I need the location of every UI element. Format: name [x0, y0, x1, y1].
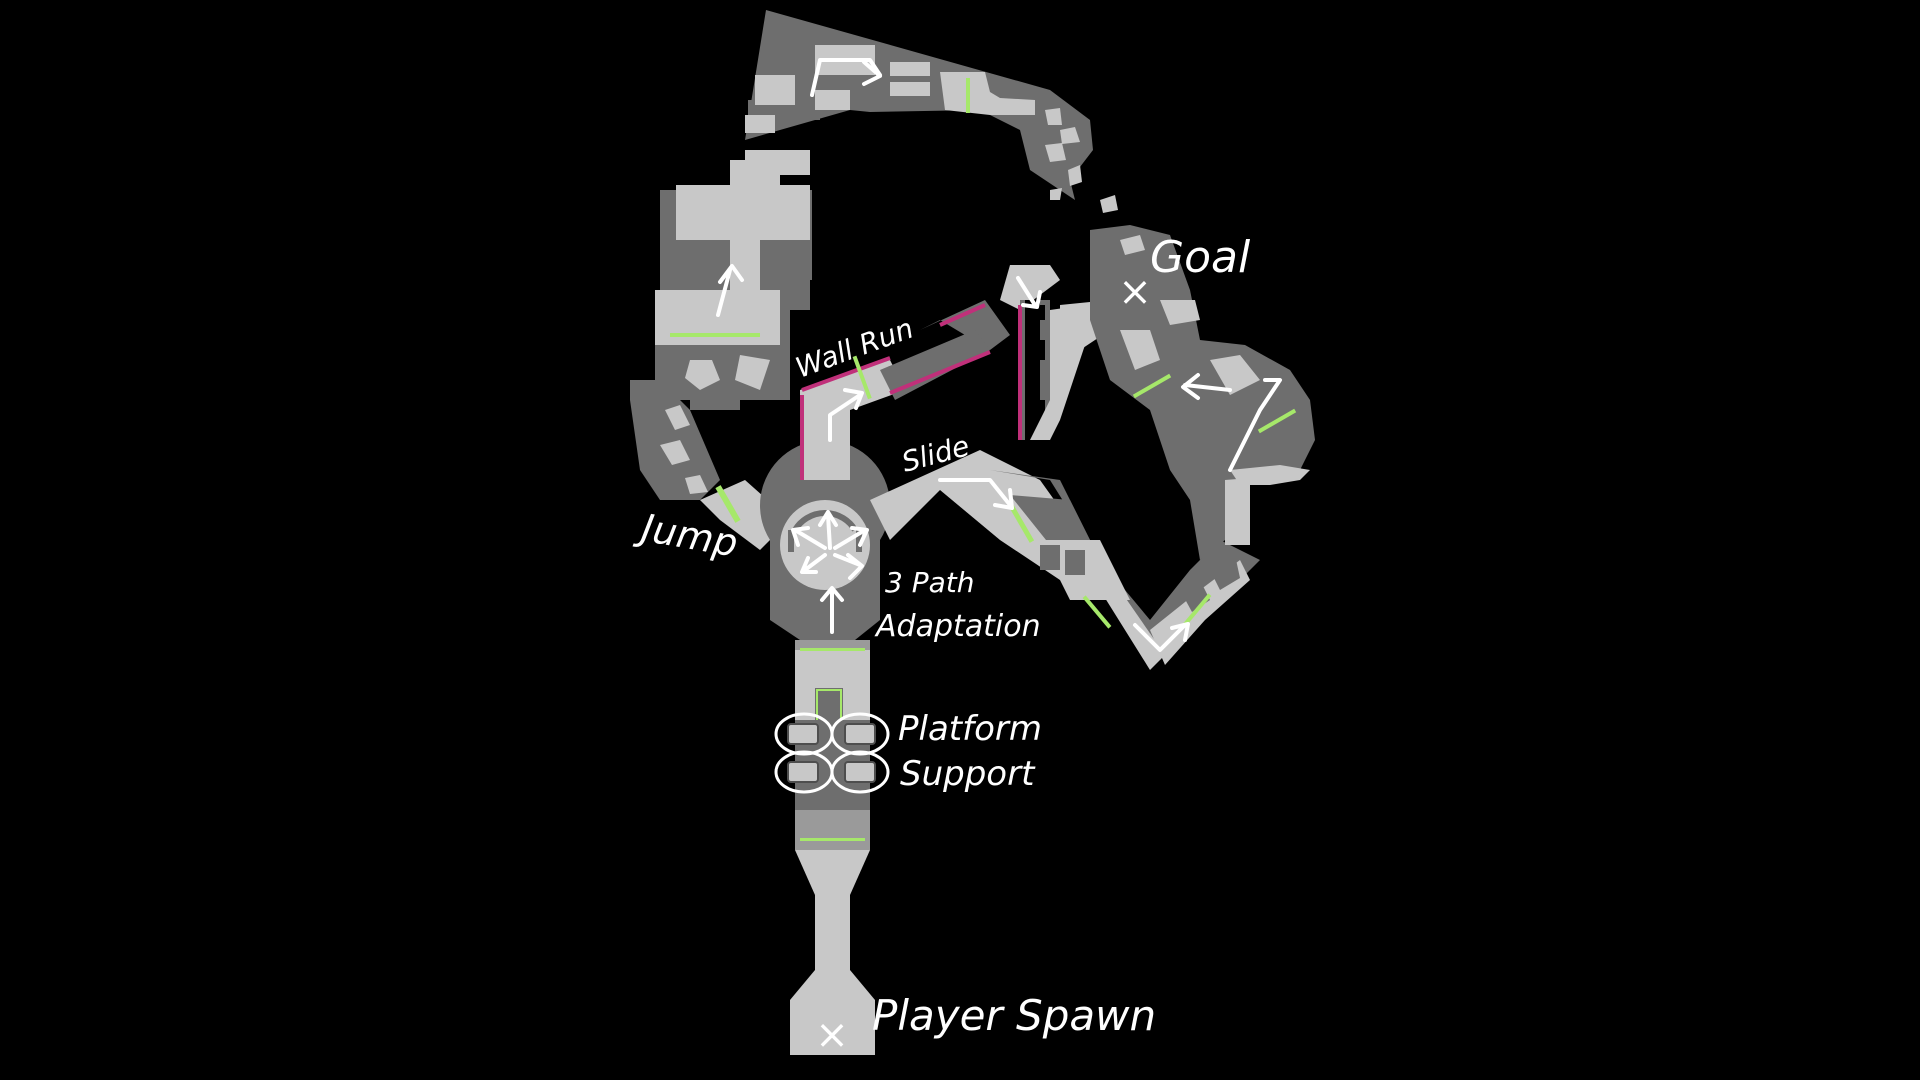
label-goal: Goal: [1150, 232, 1251, 283]
arrow-northwest-up: [716, 264, 744, 317]
arrow-slide: [938, 478, 1014, 510]
arrow-goal-east: [1181, 373, 1282, 472]
label-path-adaptation-1: 3 Path: [885, 566, 974, 599]
arrow-spawn-to-hub: [820, 586, 844, 634]
path-arrows: [716, 58, 1282, 652]
goal-marker: ×: [1118, 269, 1152, 315]
label-player-spawn: Player Spawn: [872, 991, 1156, 1040]
platform-rings: [774, 712, 890, 794]
arrow-hub-north: [818, 510, 838, 550]
arrow-hub-west: [791, 526, 827, 550]
spawn-marker: ×: [815, 1012, 849, 1058]
arrow-hub-southeast: [833, 553, 864, 580]
northwest-corridor: [630, 150, 812, 410]
slide-corridor: [870, 450, 1260, 670]
arrow-top-bridge: [810, 58, 882, 97]
arrow-wallrun: [828, 388, 864, 442]
wall-run-corridor: [800, 300, 1010, 480]
platform-support-corridor: [790, 640, 875, 1055]
north-bridge: [745, 10, 1093, 200]
goal-area: [1090, 195, 1315, 560]
label-platform-support-2: Support: [900, 754, 1036, 794]
label-path-adaptation-2: Adaptation: [874, 609, 1041, 644]
arrow-hub-east: [833, 526, 869, 550]
arrow-hub-southwest: [800, 553, 827, 574]
arrow-north-platform: [1016, 276, 1042, 309]
arrow-slide-corner: [1133, 622, 1190, 652]
label-platform-support-1: Platform: [898, 709, 1042, 749]
